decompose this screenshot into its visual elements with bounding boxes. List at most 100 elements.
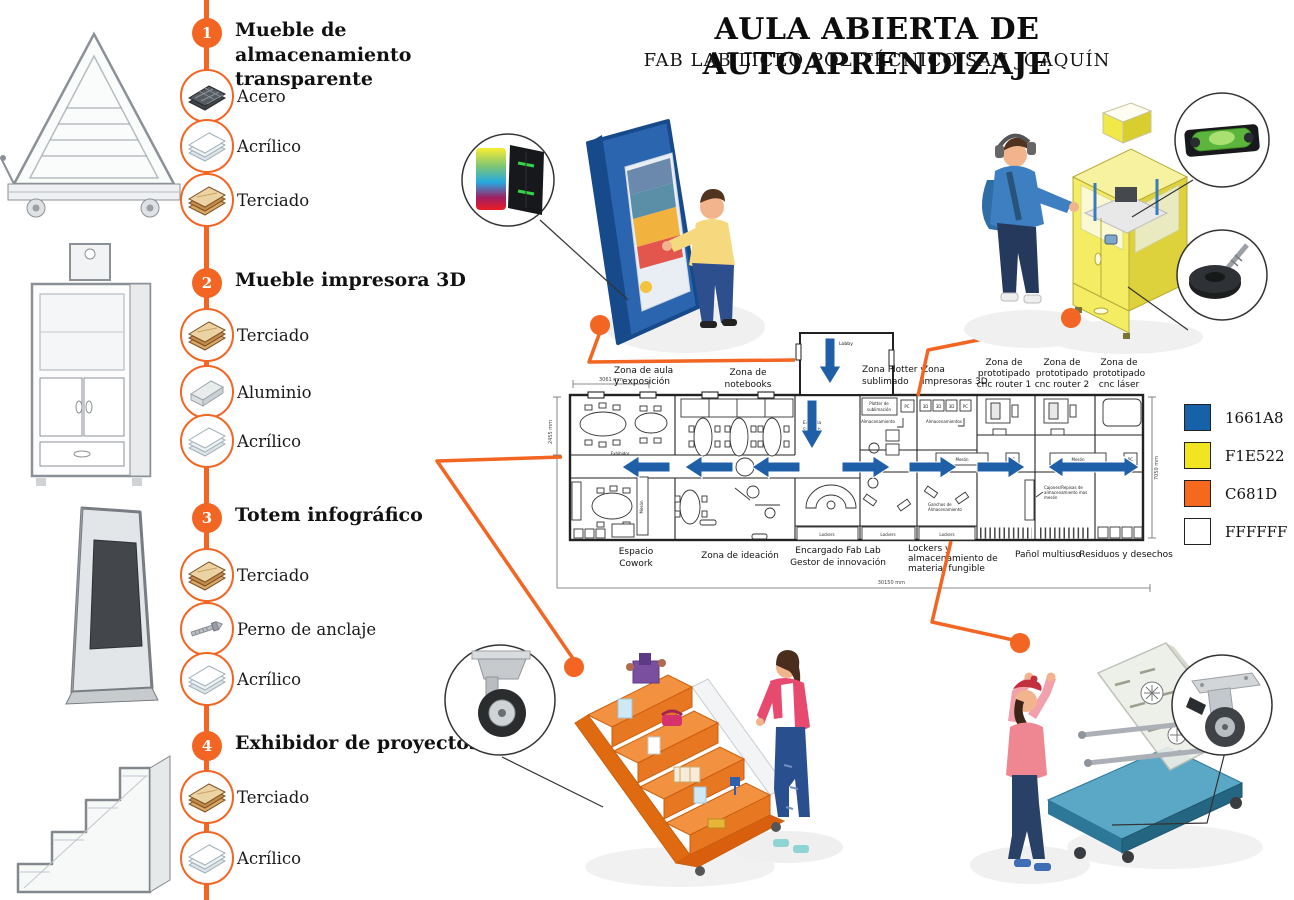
zone-label-lockers: almacenamiento de <box>908 554 998 564</box>
zone-label-cowork: Cowork <box>619 559 653 569</box>
printer-cabinet-illustration <box>1071 102 1189 339</box>
leveling-foot-callout <box>1127 229 1268 331</box>
legend-swatch-blue <box>1184 404 1211 431</box>
dimension-left: 2455 mm <box>548 420 554 444</box>
zone-label-encargado: Gestor de innovación <box>790 557 886 568</box>
zone-label-notebooks: Zona de <box>729 368 766 378</box>
acrylic-sheet-icon <box>187 665 227 695</box>
legend-row: FFFFFF <box>1184 518 1287 545</box>
timeline-title-2: Mueble impresora 3D <box>235 269 466 291</box>
legend-row: F1E522 <box>1184 442 1285 469</box>
timeline-number-2: 2 <box>192 268 222 298</box>
plywood-sheet-icon <box>187 321 227 351</box>
project-stand-illustration <box>574 674 787 876</box>
3d-label: 3D <box>923 404 929 409</box>
storage-unit-drawing <box>0 31 181 218</box>
material-circle <box>180 602 234 656</box>
cajones-label: mesón <box>1044 495 1058 500</box>
material-label: Acrílico <box>237 137 302 156</box>
material-label: Acrílico <box>237 432 302 451</box>
material-circle <box>180 308 234 362</box>
timeline-title-1: Mueble de almacenamiento transparente <box>235 19 412 91</box>
material-circle <box>180 831 234 885</box>
zone-label-panol: Pañol multiuso <box>1015 550 1082 560</box>
connector-dot <box>1061 308 1081 328</box>
material-label: Terciado <box>237 326 310 345</box>
aluminum-profile-icon <box>189 380 225 407</box>
material-label: Terciado <box>237 191 310 210</box>
material-label: Aluminio <box>237 383 312 402</box>
floor-plan: 3061 mm 2455 mm 7050 mm 30150 mm Lobby E… <box>548 332 1173 592</box>
legend-row: C681D <box>1184 480 1277 507</box>
pc-label: PC <box>1128 457 1133 462</box>
lockers-label: Lockers <box>880 532 895 537</box>
leveling-foot-icon <box>1189 243 1249 299</box>
zone-label-lockers: material fungible <box>908 564 985 574</box>
led-panel-callout <box>461 133 629 301</box>
zone-label-cowork: Espacio <box>619 547 654 557</box>
acrylic-sheet-icon <box>187 427 227 457</box>
zone-label-notebooks: notebooks <box>725 380 772 390</box>
printer-cabinet-drawing <box>30 243 152 486</box>
lockers-label: Lockers <box>819 532 834 537</box>
connector-dot <box>1010 633 1030 653</box>
exhibidor-label: Exhibidor <box>611 451 630 456</box>
plotter-label: Plotter de <box>869 401 889 406</box>
caster-wheel-icon <box>471 650 531 737</box>
ganchos-label: Almacenamiento <box>928 507 962 512</box>
connector-dot <box>590 315 610 335</box>
person-cart <box>1006 672 1056 871</box>
kiosk-illustration <box>586 119 700 345</box>
acrylic-sheet-icon <box>187 844 227 874</box>
zone-label-residuos: Residuos y desechos <box>1079 550 1173 560</box>
meson-label: Mesón <box>639 500 644 513</box>
zone-label-plotter: Zona Plotter y <box>862 365 926 375</box>
material-circle <box>180 173 234 227</box>
acrylic-sheet-icon <box>187 132 227 162</box>
almacenamientos-label: Almacenamientos <box>926 419 962 424</box>
zone-label-laser: prototipado <box>1093 369 1146 379</box>
meson-label: Mesón <box>1072 457 1085 462</box>
caster-callout-braked <box>1111 654 1273 826</box>
legend-label: C681D <box>1225 484 1278 503</box>
material-label: Acero <box>237 87 286 106</box>
zone-label-router1: prototipado <box>978 369 1031 379</box>
timeline-number-1: 1 <box>192 18 222 48</box>
plywood-sheet-icon <box>187 186 227 216</box>
3d-label: 3D <box>949 404 955 409</box>
anchor-bolt-icon <box>190 620 223 637</box>
material-label: Terciado <box>237 566 310 585</box>
person-printer <box>981 133 1079 304</box>
legend-swatch-orange <box>1184 480 1211 507</box>
dimension-top: 3061 mm <box>599 377 623 383</box>
zone-label-plotter: sublimado <box>862 377 909 387</box>
page-title: AULA ABIERTA DE AUTOAPRENDIZAJE <box>702 12 1052 82</box>
cart-scene <box>970 633 1273 884</box>
legend-swatch-white <box>1184 518 1211 545</box>
stand-objects <box>617 653 740 829</box>
material-label: Acrílico <box>237 670 302 689</box>
material-label: Acrílico <box>237 849 302 868</box>
person-stand <box>756 650 810 853</box>
material-circle <box>180 69 234 123</box>
timeline-title-4: Exhibidor de proyectos <box>235 732 480 754</box>
connector-dot <box>564 657 584 677</box>
kiosk-scene <box>461 119 765 353</box>
pc-label: PC <box>904 404 909 409</box>
flow-arrows <box>621 337 1140 479</box>
material-label: Terciado <box>237 788 310 807</box>
material-circle <box>180 770 234 824</box>
lobby-label: Lobby <box>839 341 853 347</box>
plywood-sheet-icon <box>187 783 227 813</box>
zone-label-impresoras: Zona <box>922 365 945 375</box>
timeline-title-3: Totem infográfico <box>235 504 423 526</box>
legend-label: FFFFFF <box>1225 522 1288 541</box>
zone-label-router2: cnc router 2 <box>1035 380 1090 390</box>
material-circle <box>180 365 234 419</box>
plotter-label: sublimación <box>867 407 891 412</box>
legend-label: 1661A8 <box>1225 408 1284 427</box>
material-circle <box>180 119 234 173</box>
plywood-sheet-icon <box>187 561 227 591</box>
material-circle <box>180 548 234 602</box>
zone-label-encargado: Encargado Fab Lab <box>795 546 881 556</box>
